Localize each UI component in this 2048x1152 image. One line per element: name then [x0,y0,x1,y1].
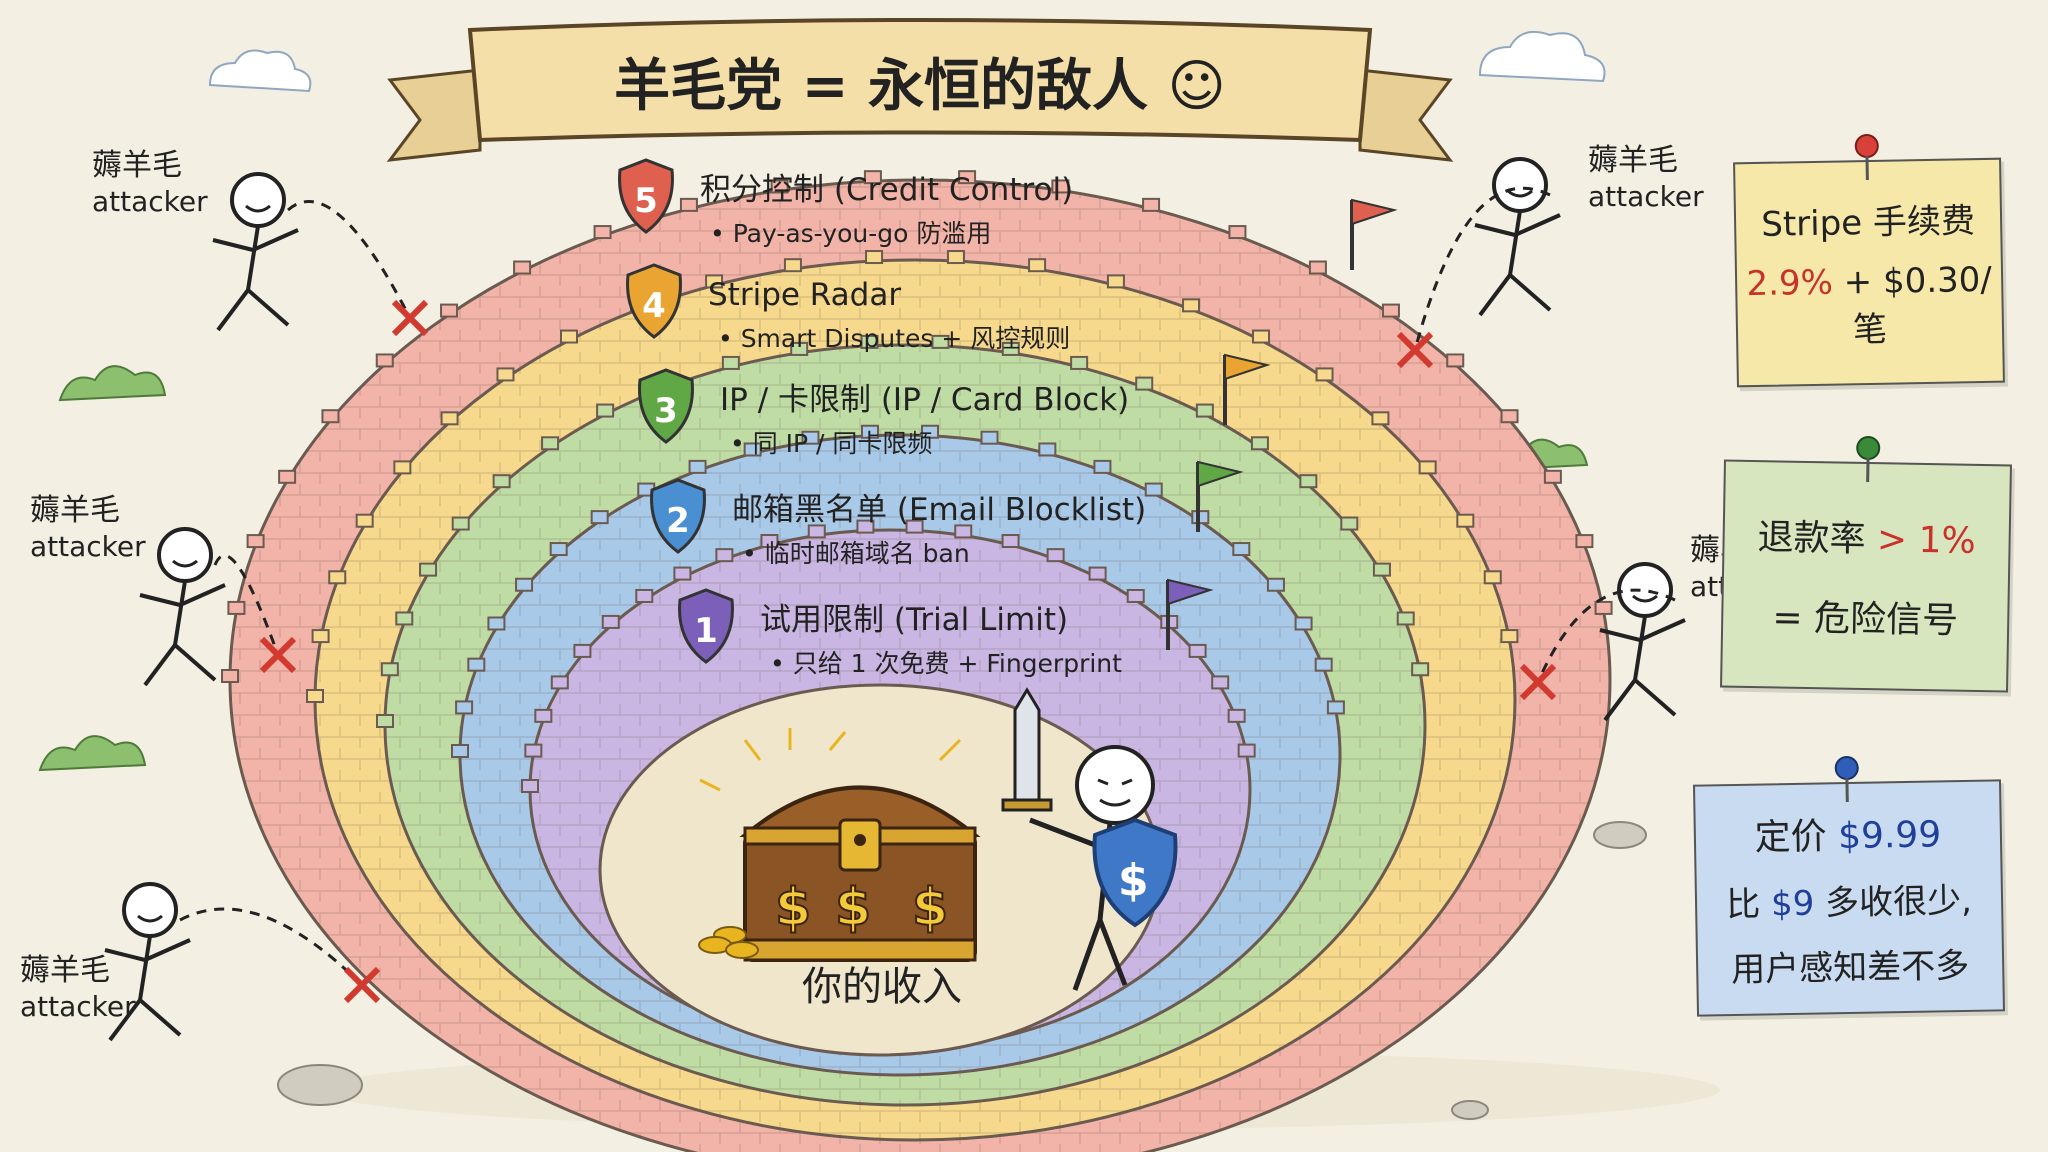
price-line-1: 定价 $9.99 [1754,805,1941,860]
refund-threshold: > 1% [1877,519,1976,562]
layer-desc: • 只给 1 次免费 + Fingerprint [770,649,1122,678]
layer-name: Stripe Radar [708,277,901,313]
note-refund-rate: 退款率 > 1% = 危险信号 [1720,460,2012,693]
fee-value: 2.9% + $0.30/笔 [1737,259,2003,353]
layer-number: 2 [666,501,690,541]
flag-icon [1352,200,1394,270]
fee-title: Stripe 手续费 [1761,193,1975,246]
layer-desc: • Smart Disputes + 风控规则 [718,324,1070,353]
dollar-icon: $ [775,878,811,938]
attacker-label-cn: 薅羊毛 [20,953,110,988]
layer-number: 4 [642,286,666,326]
price-value: $9.99 [1838,814,1942,857]
layer-name: 积分控制 (Credit Control) [700,172,1073,208]
stickman-icon [1475,159,1560,315]
dollar-icon: $ [912,878,948,938]
price-compare-label: 比 [1726,884,1772,925]
layer-desc: • Pay-as-you-go 防滥用 [710,219,991,248]
price-compare-rest: 多收很少, [1814,881,1972,924]
attacker-label-en: attacker [1588,180,1704,213]
price-line-2: 比 $9 多收很少, [1726,873,1973,926]
note-stripe-fee: Stripe 手续费 2.9% + $0.30/笔 [1733,158,2005,388]
layer-name: 试用限制 (Trial Limit) [760,602,1068,638]
attacker-label-cn: 薅羊毛 [30,493,120,528]
title-banner: 羊毛党 = 永恒的敌人 ☺ [390,20,1450,160]
price-line-3: 用户感知差不多 [1731,938,1970,991]
price-label: 定价 [1754,816,1838,858]
dollar-icon: $ [835,878,871,938]
layer-desc: • 临时邮箱域名 ban [742,539,970,568]
blocked-x-icon [394,302,426,334]
price-compare-value: $9 [1771,884,1815,925]
attacker-label-cn: 薅羊毛 [92,148,182,183]
refund-label: 退款率 [1757,517,1877,560]
note-pricing: 定价 $9.99 比 $9 多收很少, 用户感知差不多 [1693,779,2005,1016]
stickman-icon [140,529,225,685]
attacker-label-cn: 薅羊毛 [1588,143,1678,178]
layer-desc: • 同 IP / 同卡限频 [730,429,932,458]
pushpin-icon [1853,436,1884,485]
pushpin-icon [1852,134,1883,183]
layer-name: IP / 卡限制 (IP / Card Block) [720,382,1129,418]
attacker-label-en: attacker [30,530,146,563]
page-title: 羊毛党 = 永恒的敌人 ☺ [614,54,1226,119]
layer-name: 邮箱黑名单 (Email Blocklist) [732,492,1146,528]
fee-percent: 2.9% [1746,262,1833,304]
layer-number: 1 [694,611,718,651]
layer-number: 5 [634,181,658,221]
center-label: 你的收入 [802,964,962,1010]
stickman-icon [213,174,298,330]
fee-fixed: + $0.30/笔 [1833,259,1993,349]
attacker-label-en: attacker [92,185,208,218]
refund-title: 退款率 > 1% [1757,508,1976,564]
layer-number: 3 [654,391,678,431]
refund-warning: = 危险信号 [1772,588,1958,643]
stickman-icon [1600,564,1685,720]
sword-icon [1015,690,1039,800]
dollar-icon: $ [1118,855,1149,906]
attacker-label-en: attacker [20,990,136,1023]
pushpin-icon [1832,756,1863,805]
